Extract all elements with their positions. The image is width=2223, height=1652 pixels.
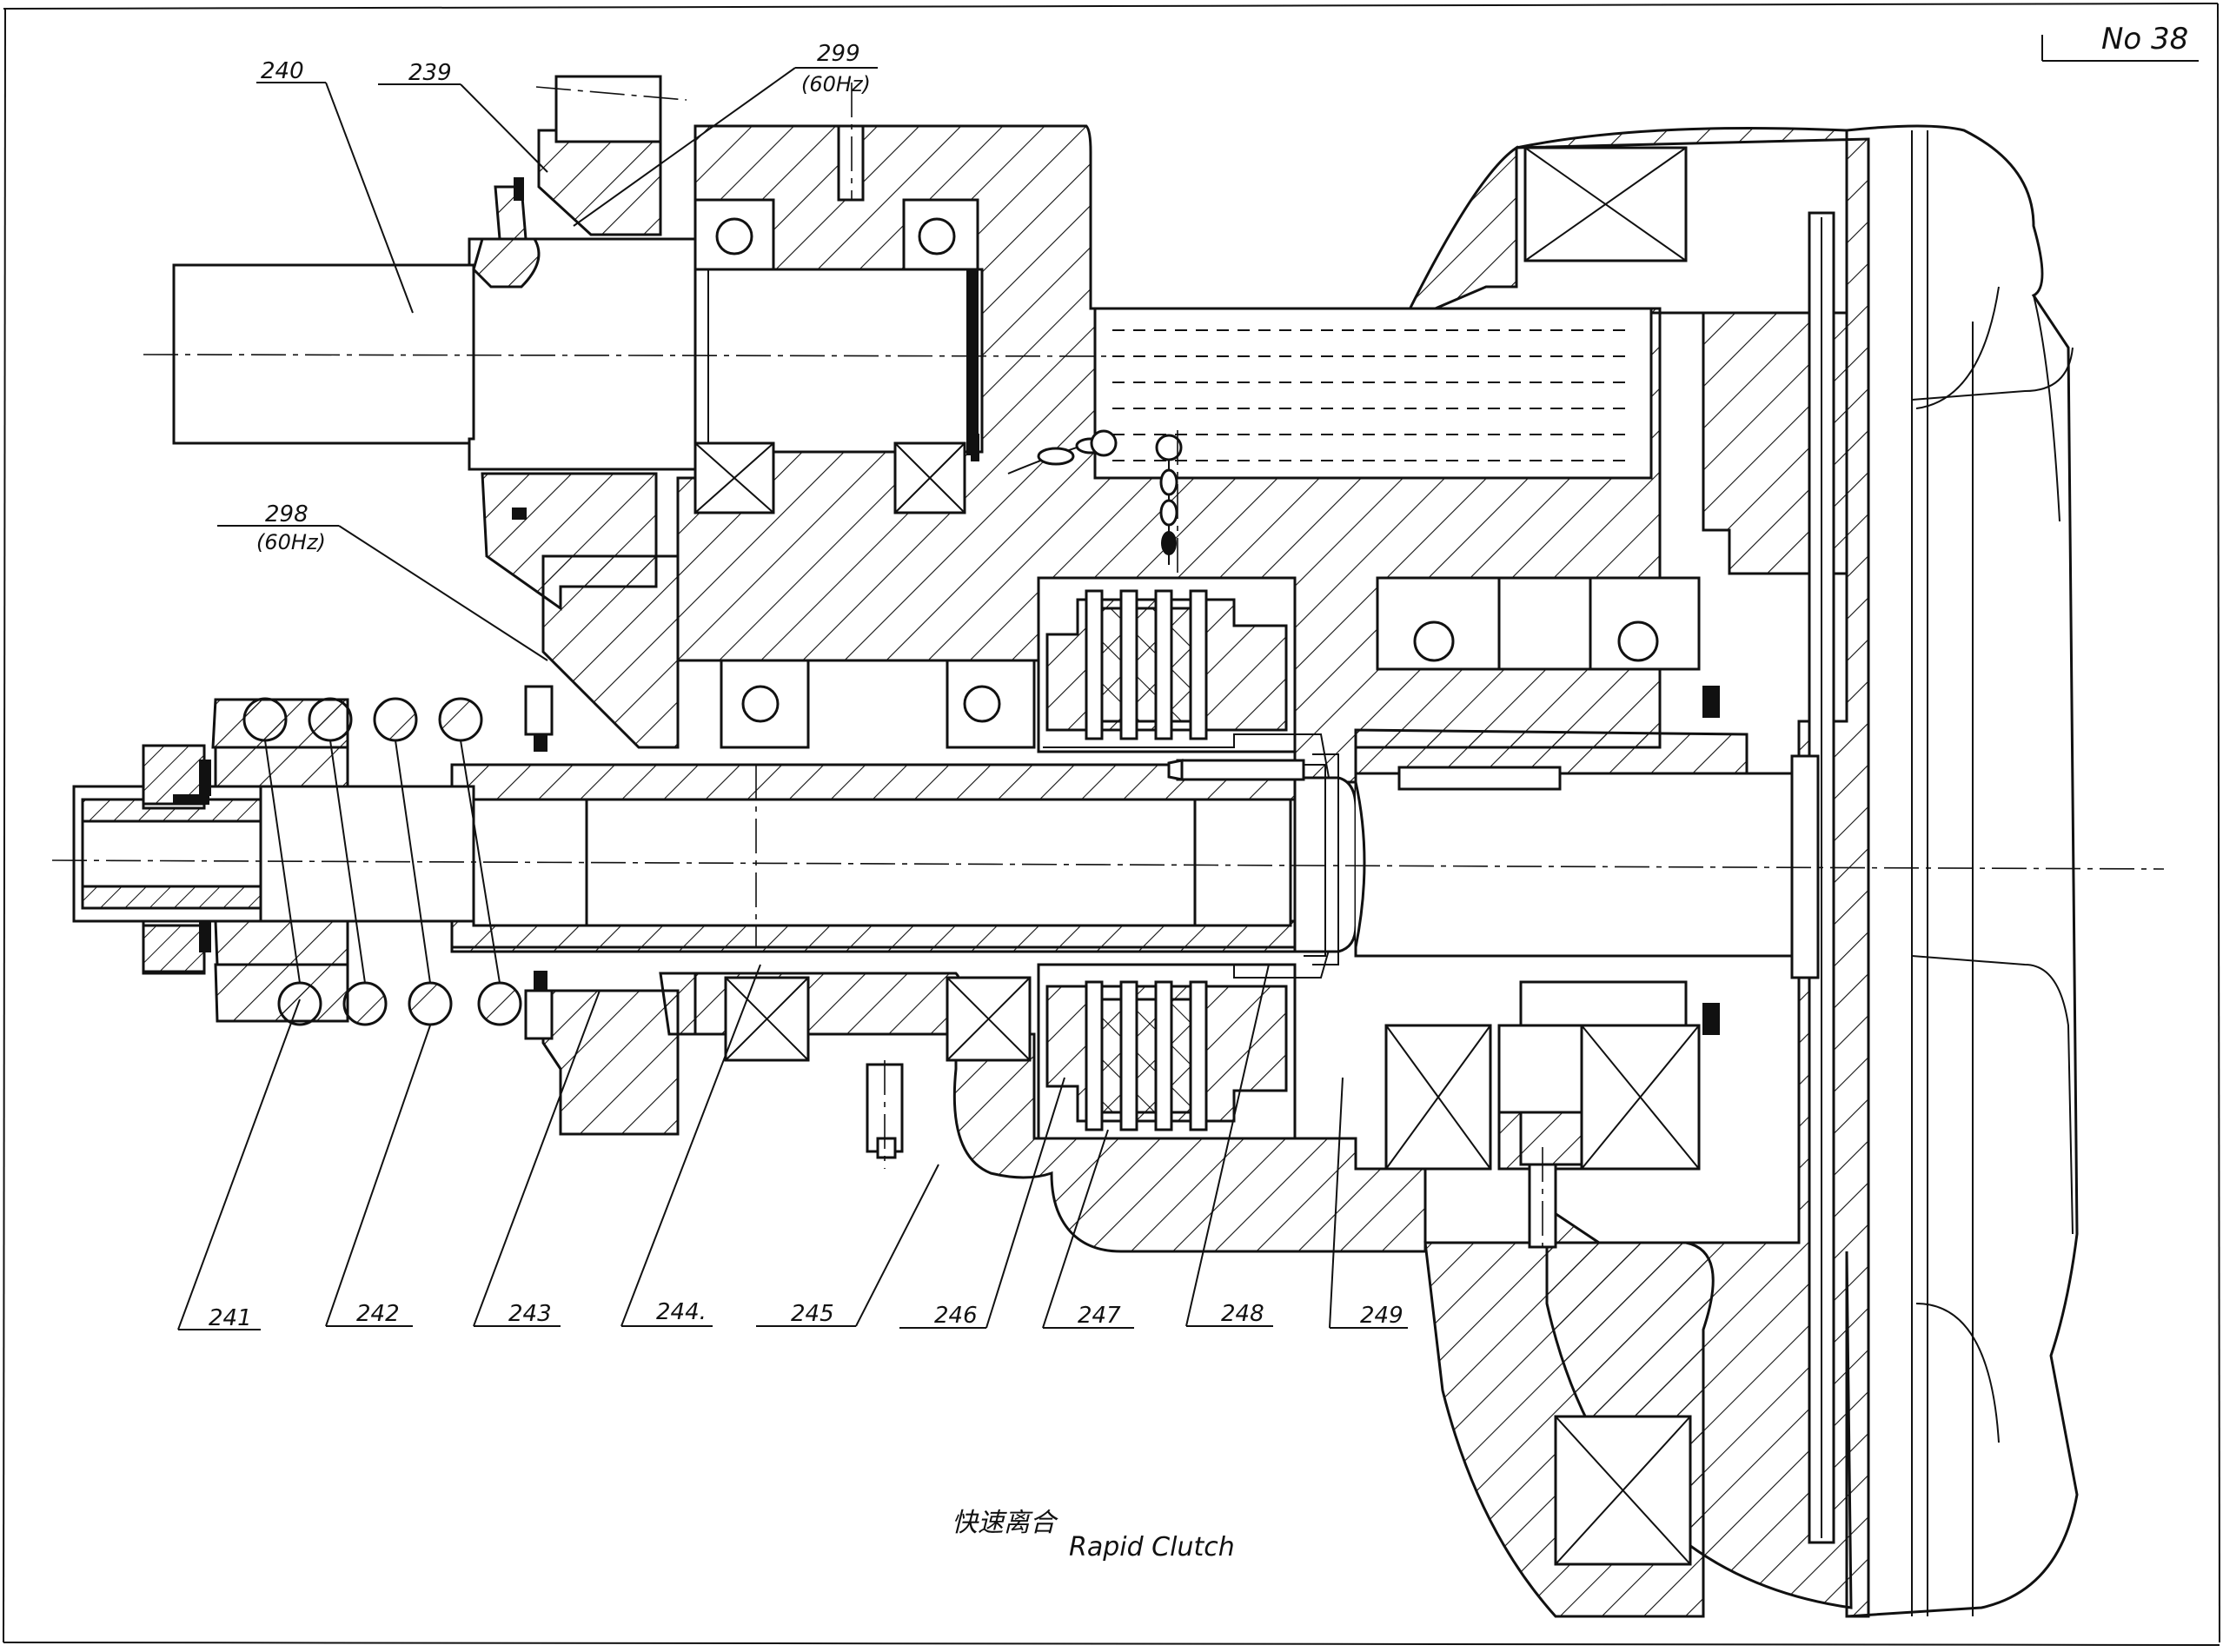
friction-plates-upper <box>1085 589 1208 740</box>
drawing-caption: 快速离合 Rapid Clutch <box>952 1508 1235 1562</box>
callout-239-number: 239 <box>408 60 452 86</box>
callout-245-number: 245 <box>791 1301 834 1327</box>
page-number: No 38 <box>2101 22 2188 56</box>
callout-248-number: 248 <box>1221 1301 1264 1327</box>
callout-246-number: 246 <box>934 1303 978 1329</box>
page-number-block: No 38 <box>2041 22 2199 62</box>
sheet-border <box>3 3 2220 1646</box>
lower-bearings <box>720 576 1720 1249</box>
caption-english: Rapid Clutch <box>1069 1532 1235 1562</box>
callout-298: 298 (60Hz) <box>217 501 548 661</box>
callout-242: 242 <box>325 1025 431 1327</box>
callout-247-number: 247 <box>1078 1303 1121 1329</box>
callout-299-note: (60Hz) <box>801 72 871 96</box>
clutch-pack <box>1037 576 1330 1140</box>
callout-298-note: (60Hz) <box>256 530 326 554</box>
callout-298-number: 298 <box>265 501 309 527</box>
caption-chinese: 快速离合 <box>952 1508 1058 1538</box>
callout-245: 245 <box>756 1164 939 1327</box>
callout-248: 248 <box>1185 964 1273 1327</box>
callout-299: 299 (60Hz) <box>573 41 878 227</box>
shaft-end-left <box>72 744 475 975</box>
callout-247: 247 <box>1042 1129 1134 1329</box>
callout-242-number: 242 <box>356 1301 400 1327</box>
callout-239: 239 <box>378 60 548 173</box>
callout-249: 249 <box>1329 1077 1408 1329</box>
callout-244-number: 244. <box>656 1299 707 1325</box>
return-spring-242 <box>242 697 522 1026</box>
center-lines <box>51 83 2165 1251</box>
friction-plates-lower <box>1085 980 1208 1131</box>
callout-243: 243 <box>473 990 601 1327</box>
callout-246: 246 <box>899 1077 1065 1329</box>
callout-243-number: 243 <box>508 1301 552 1327</box>
callout-244: 244. <box>620 964 761 1327</box>
callout-240: 240 <box>256 58 414 314</box>
callout-241: 241 <box>177 998 301 1331</box>
callout-299-number: 299 <box>817 41 860 67</box>
callout-241-number: 241 <box>209 1305 252 1331</box>
lubrication-chain <box>1007 429 1183 565</box>
output-shaft <box>450 753 1794 965</box>
callout-240-number: 240 <box>261 58 304 84</box>
callout-249-number: 249 <box>1360 1303 1403 1329</box>
input-shaft-240 <box>172 124 984 520</box>
pins <box>1167 759 1305 781</box>
